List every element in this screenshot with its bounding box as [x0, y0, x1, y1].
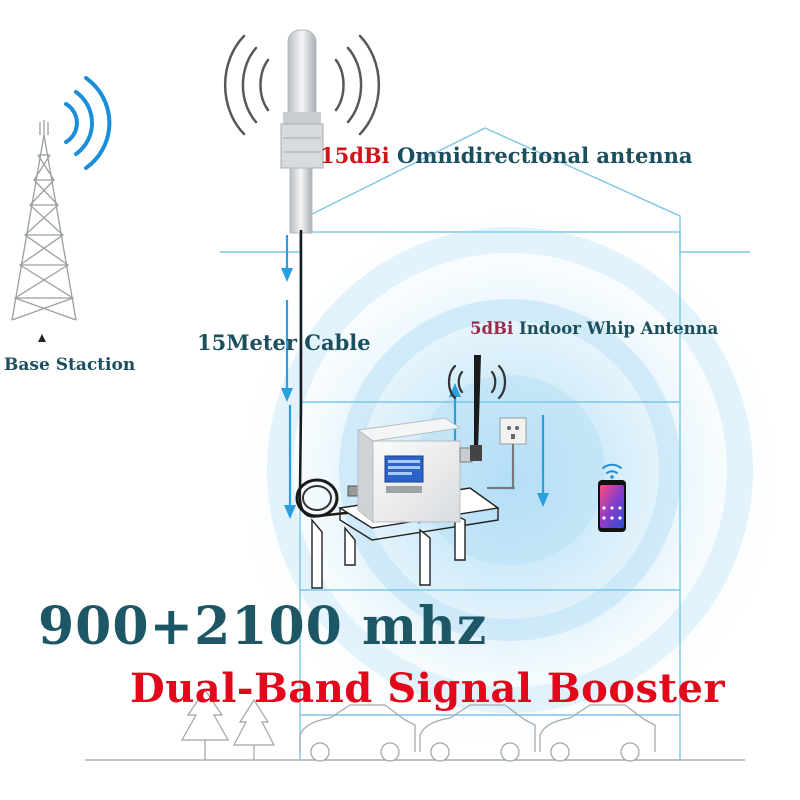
whip-antenna-icon [470, 355, 482, 461]
base-station-label: Base Staction [4, 355, 136, 375]
coax-cable [295, 230, 363, 518]
product-title: Dual-Band Signal Booster [130, 665, 726, 712]
indoor-antenna-gain: 5dBi [470, 319, 514, 338]
outdoor-antenna-name: Omnidirectional antenna [396, 143, 693, 168]
tree-icon [180, 688, 275, 760]
frequency-title: 900+2100 mhz [38, 596, 488, 657]
outdoor-antenna-label: 15dBi Omnidirectional antenna [320, 143, 693, 168]
car-icon [299, 704, 656, 762]
omni-antenna-icon [280, 29, 324, 234]
tower-signal-waves [64, 76, 112, 170]
cable-label: 15Meter Cable [197, 330, 371, 355]
cell-tower-icon [11, 120, 77, 342]
indoor-antenna-label: 5dBi Indoor Whip Antenna [470, 319, 718, 338]
wifi-icon [602, 463, 622, 479]
omni-signal-waves [223, 34, 381, 136]
whip-signal-waves [447, 364, 507, 400]
coverage-glow [220, 190, 800, 770]
indoor-antenna-name: Indoor Whip Antenna [518, 319, 719, 338]
outdoor-antenna-gain: 15dBi [320, 143, 390, 168]
signal-booster-icon [356, 417, 473, 524]
smartphone-icon [598, 480, 626, 532]
wall-socket-icon [487, 417, 527, 489]
